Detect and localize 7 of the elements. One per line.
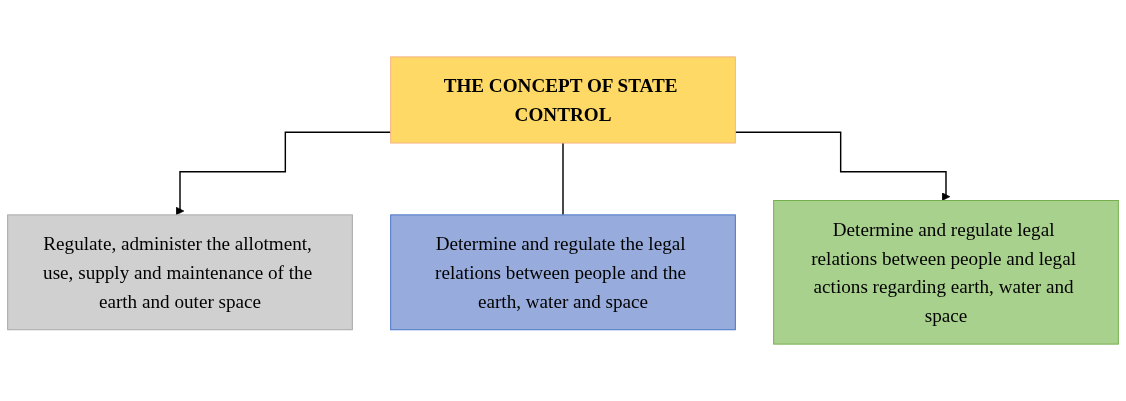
node-box: Determine and regulate legal relations between people and legal actions regarding earth, water and space: [773, 200, 1119, 345]
node-box: Regulate, administer the allotment, use, supply and maintenance of the earth and outer space: [7, 214, 353, 331]
connector: [562, 142, 564, 216]
node-box: THE CONCEPT OF STATE CONTROL: [390, 56, 736, 144]
node-box: Determine and regulate the legal relations between people and the earth, water and space: [390, 214, 736, 331]
arrow: [734, 131, 951, 201]
arrow: [175, 131, 392, 216]
